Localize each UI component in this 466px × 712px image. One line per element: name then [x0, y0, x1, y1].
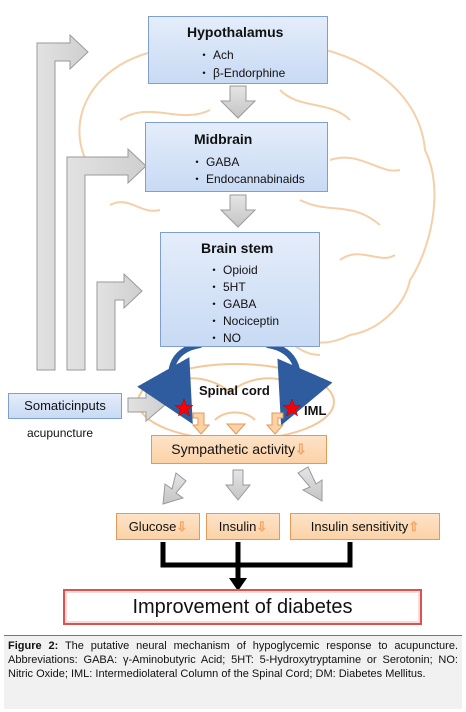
central-connector — [225, 423, 247, 435]
cascade-arrows — [219, 85, 257, 228]
ascending-arrows — [36, 33, 147, 371]
acupuncture-label: acupuncture — [27, 426, 94, 440]
insulin-sensitivity-box: Insulin sensitivity⇧ — [290, 513, 440, 540]
result-box: Improvement of diabetes — [63, 589, 422, 625]
convergence-arrowhead — [229, 578, 247, 591]
brainstem-title: Brain stem — [201, 240, 274, 256]
brainstem-item: GABA — [205, 295, 256, 312]
sympathetic-activity-box: Sympathetic activity⇩ — [151, 435, 327, 464]
sympathetic-activity-label: Sympathetic activity — [171, 441, 295, 457]
hypothalamus-box: Hypothalamus Ach β-Endorphine — [148, 16, 328, 84]
brainstem-item: NO — [205, 329, 241, 346]
insulin-box: Insulin⇩ — [206, 513, 280, 540]
insulin-sensitivity-label: Insulin sensitivity — [310, 519, 409, 534]
increase-arrow-icon: ⇧ — [408, 519, 420, 534]
midbrain-title: Midbrain — [194, 131, 253, 147]
midbrain-box: Midbrain GABA Endocannabinaids — [145, 122, 328, 192]
spinal-cord-label: Spinal cord — [199, 383, 270, 398]
hypothalamus-item: β-Endorphine — [195, 64, 285, 81]
brainstem-box: Brain stem Opioid 5HT GABA Nociceptin NO — [160, 232, 320, 347]
outcome-arrows — [162, 466, 323, 505]
midbrain-item: GABA — [188, 153, 239, 170]
decrease-arrow-icon: ⇩ — [256, 519, 268, 534]
result-label: Improvement of diabetes — [132, 596, 353, 618]
brain-illustration — [78, 32, 436, 356]
brainstem-item: 5HT — [205, 278, 246, 295]
somatic-inputs-box: Somaticinputs — [8, 393, 122, 419]
star-connectors — [191, 412, 285, 435]
glucose-label: Glucose — [128, 519, 177, 534]
hypothalamus-title: Hypothalamus — [187, 24, 284, 40]
figure-caption: Figure 2: The putative neural mechanism … — [4, 635, 462, 709]
insulin-label: Insulin — [218, 519, 257, 534]
somatic-arrow — [127, 387, 166, 423]
caption-text: The putative neural mechanism of hypogly… — [8, 640, 458, 680]
midbrain-item: Endocannabinaids — [188, 170, 305, 187]
brainstem-item: Opioid — [205, 261, 258, 278]
hypothalamus-item: Ach — [195, 46, 234, 63]
somatic-inputs-label: Somaticinputs — [24, 398, 106, 413]
iml-label: IML — [304, 403, 327, 418]
iml-stars — [174, 398, 302, 417]
caption-label: Figure 2: — [8, 640, 59, 652]
decrease-arrow-icon: ⇩ — [176, 519, 188, 534]
convergence-lines — [160, 542, 353, 580]
decrease-arrow-icon: ⇩ — [294, 441, 307, 457]
glucose-box: Glucose⇩ — [116, 513, 200, 540]
brainstem-item: Nociceptin — [205, 312, 279, 329]
